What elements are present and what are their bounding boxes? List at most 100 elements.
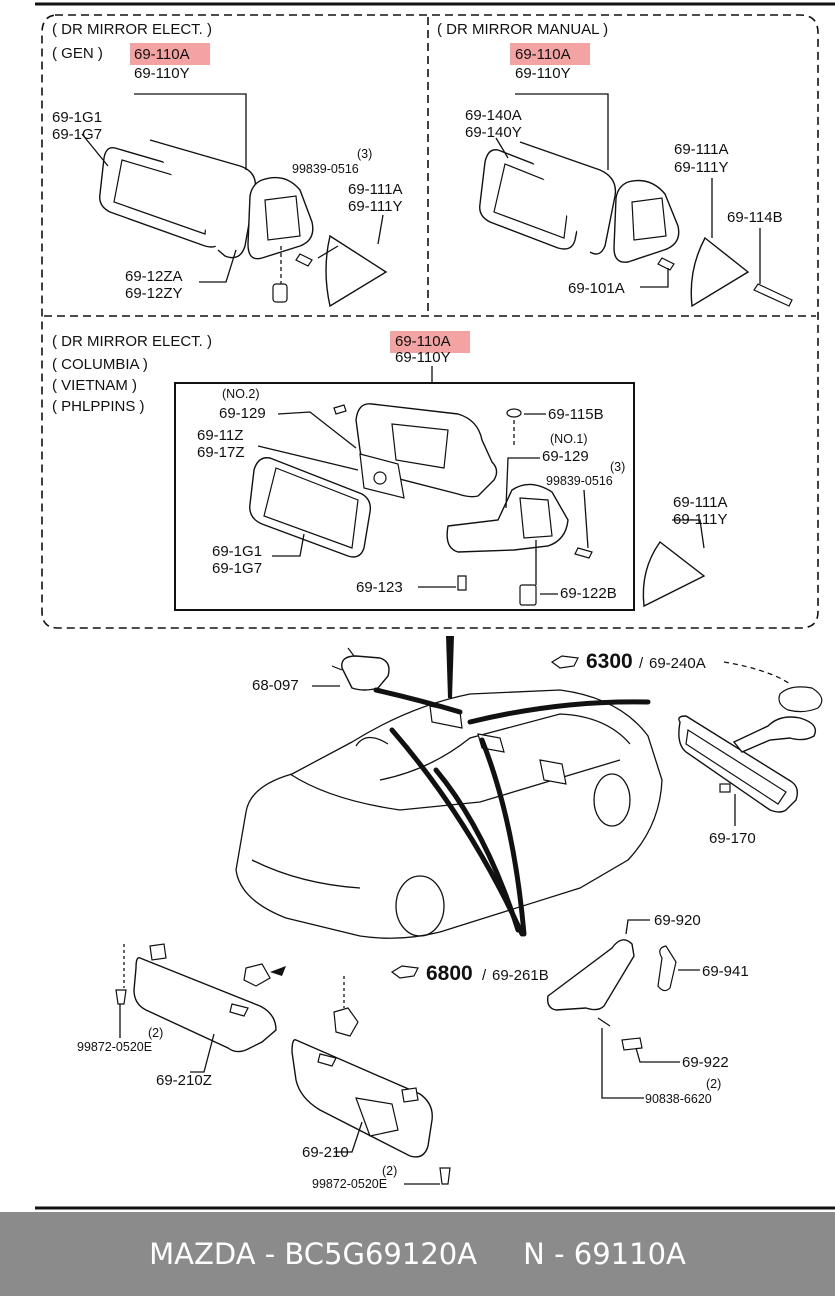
slash-6300: / — [639, 655, 644, 672]
label-69-261b: 69-261B — [492, 967, 549, 984]
gen-label-12zy: 69-12ZY — [125, 285, 183, 302]
gen-label-111y: 69-111Y — [348, 198, 403, 215]
sun-visor-left — [115, 943, 286, 1053]
label-99872-l: 99872-0520E — [77, 1040, 152, 1054]
footer-n-number: N - 69110A — [523, 1237, 686, 1271]
manual-highlight — [510, 43, 590, 65]
manual-heading: ( DR MIRROR MANUAL ) — [437, 21, 608, 38]
pointer-spike — [446, 636, 454, 698]
label-69-922: 69-922 — [682, 1054, 729, 1071]
manual-part-a: 69-110A — [515, 46, 571, 63]
leader-69-210z — [190, 1033, 215, 1073]
label-qty2-visor-r: (2) — [382, 1164, 397, 1178]
columbia-part-a: 69-110A — [395, 333, 451, 350]
col-leader-129a — [277, 411, 357, 449]
map-lamp — [341, 655, 390, 691]
section-columbia: ( DR MIRROR ELECT. ) ( COLUMBIA ) ( VIET… — [52, 331, 728, 611]
manual-label-140y: 69-140Y — [465, 124, 522, 141]
gen-label-screw: 99839-0516 — [292, 162, 359, 176]
gen-heading-1: ( DR MIRROR ELECT. ) — [52, 21, 212, 38]
columbia-heading-2: ( COLUMBIA ) — [52, 356, 148, 373]
columbia-parts-box — [174, 382, 635, 611]
car-outline — [235, 689, 663, 939]
manual-label-140a: 69-140A — [465, 107, 522, 124]
gen-leader-cover — [377, 214, 384, 245]
label-99872-r: 99872-0520E — [312, 1177, 387, 1191]
manual-leader-bolt — [640, 268, 669, 288]
col-label-111a: 69-111A — [673, 494, 728, 511]
manual-part-b: 69-110Y — [515, 65, 571, 82]
leader-90838 — [601, 1028, 644, 1099]
gen-label-qty3: (3) — [357, 147, 372, 161]
gen-label-1g1: 69-1G1 — [52, 109, 102, 126]
gen-leader-glass — [81, 133, 109, 167]
group-6300: 6300 — [586, 650, 633, 673]
gen-leader-main — [134, 93, 247, 170]
section-gen: ( DR MIRROR ELECT. ) ( GEN ) 69-110A 69-… — [52, 21, 403, 308]
col-leader-1g1 — [272, 533, 305, 557]
col-label-screw: 99839-0516 — [546, 474, 613, 488]
gen-label-12za: 69-12ZA — [125, 268, 183, 285]
leader-69-922 — [635, 1047, 680, 1063]
pointer-band-5 — [467, 699, 651, 725]
rearview-mirror — [678, 715, 817, 813]
manual-leader-glass — [495, 137, 509, 159]
ref-hand-icon-6800 — [390, 965, 419, 979]
columbia-heading-1: ( DR MIRROR ELECT. ) — [52, 333, 212, 350]
manual-label-114b: 69-114B — [727, 209, 783, 226]
label-69-210: 69-210 — [302, 1144, 349, 1161]
label-69-941: 69-941 — [702, 963, 749, 980]
col-leader-cover — [672, 519, 705, 549]
pointer-band-4 — [479, 737, 527, 937]
col-label-1g1: 69-1G1 — [212, 543, 262, 560]
label-69-240a: 69-240A — [649, 655, 706, 672]
label-90838-6620: 90838-6620 — [645, 1092, 712, 1106]
col-label-129a: 69-129 — [219, 405, 266, 422]
label-68-097: 68-097 — [252, 677, 299, 694]
col-label-1g7: 69-1G7 — [212, 560, 262, 577]
label-qty2-grip: (2) — [706, 1077, 721, 1091]
gen-mirror-assembly — [99, 139, 388, 308]
leader-69-920 — [625, 919, 650, 935]
columbia-heading-4: ( PHLPPINS ) — [52, 398, 145, 415]
manual-label-101a: 69-101A — [568, 280, 625, 297]
label-69-170: 69-170 — [709, 830, 756, 847]
assist-grip — [546, 939, 677, 1051]
gen-part-b: 69-110Y — [134, 65, 190, 82]
exploded-parts-diagram: ( DR MIRROR ELECT. ) ( GEN ) 69-110A 69-… — [35, 2, 835, 1210]
manual-leader-main — [515, 93, 609, 170]
pointer-band-1 — [373, 687, 463, 715]
columbia-heading-3: ( VIETNAM ) — [52, 377, 137, 394]
footer-mazda-number: MAZDA - BC5G69120A — [149, 1237, 478, 1271]
section-interior: 68-097 6300 / 69-240A 69-170 — [77, 636, 823, 1191]
pointer-band-3 — [433, 767, 521, 933]
mirror-group-outline — [41, 14, 819, 629]
col-leader-11z — [257, 445, 359, 471]
columbia-highlight — [390, 331, 470, 353]
col-label-no1: (NO.1) — [550, 432, 588, 446]
slash-6800: / — [482, 967, 487, 984]
manual-label-111y: 69-111Y — [674, 159, 729, 176]
gen-heading-2: ( GEN ) — [52, 45, 103, 62]
gen-leader-screw — [317, 245, 339, 259]
pointer-band-2 — [389, 727, 525, 937]
col-label-17z: 69-17Z — [197, 444, 245, 461]
col-label-no2: (NO.2) — [222, 387, 260, 401]
manual-label-111a: 69-111A — [674, 141, 729, 158]
sun-visor-right — [291, 1007, 451, 1185]
section-manual: ( DR MIRROR MANUAL ) 69-110A 69-110Y 69-… — [437, 21, 793, 308]
gen-leader-motor — [199, 249, 237, 283]
lamp-screws — [331, 647, 355, 671]
group-6800: 6800 — [426, 962, 473, 985]
part-number-footer: MAZDA - BC5G69120A N - 69110A — [0, 1212, 835, 1296]
manual-mirror-assembly — [479, 141, 793, 308]
col-label-qty3: (3) — [610, 460, 625, 474]
col-label-11z: 69-11Z — [197, 427, 243, 444]
col-label-122b: 69-122B — [560, 585, 617, 602]
gen-label-111a: 69-111A — [348, 181, 403, 198]
label-69-210z: 69-210Z — [156, 1072, 212, 1089]
label-qty2-visor-l: (2) — [148, 1026, 163, 1040]
leader-69-210 — [334, 1121, 363, 1153]
ref-hand-icon-6300 — [550, 655, 579, 669]
gen-label-1g7: 69-1G7 — [52, 126, 102, 143]
